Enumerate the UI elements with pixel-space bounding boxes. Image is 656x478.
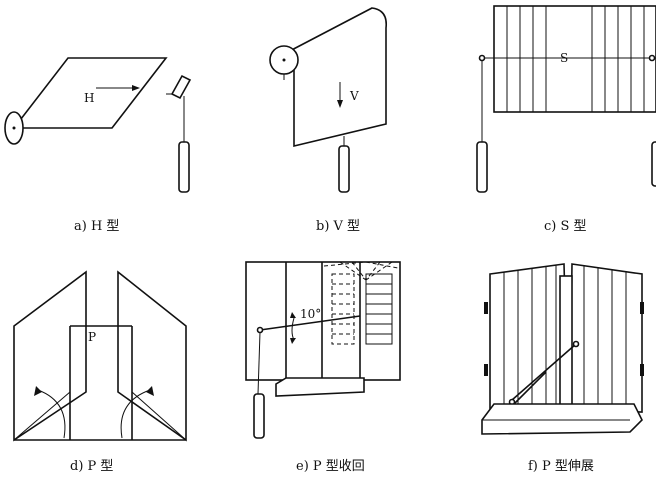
p-arrow-left [37, 389, 66, 439]
f-arm [511, 343, 577, 401]
e-weight [253, 393, 265, 439]
e-slats [365, 273, 393, 345]
panel-p-type: P [13, 270, 187, 442]
f-center-post [559, 275, 573, 411]
s-weight [476, 141, 488, 193]
p-arrow-right [120, 389, 151, 439]
p-label: P [88, 330, 96, 344]
panel-p-retracted: 10° [245, 261, 401, 439]
e-cord [257, 331, 261, 395]
h-sheet [12, 57, 168, 129]
e-fan-dashed [323, 261, 399, 269]
caption-f: f) P 型伸展 [528, 459, 594, 474]
s-weight-right [651, 141, 656, 187]
f-hinge [484, 302, 488, 314]
s-frame [493, 5, 656, 113]
e-arm [259, 315, 361, 331]
e-base [275, 377, 365, 397]
e-angle-label: 10° [300, 307, 321, 321]
caption-d: d) P 型 [70, 459, 113, 474]
panel-s-type: S [476, 5, 656, 193]
v-roll-axis [282, 58, 286, 62]
panel-h-type: H [4, 57, 192, 193]
e-folded-dashed [331, 273, 355, 345]
p-panel-left [13, 270, 87, 442]
panel-p-extended [481, 263, 644, 435]
h-arrowhead [132, 85, 140, 91]
h-handle [170, 74, 192, 100]
caption-b: b) V 型 [316, 219, 360, 234]
f-panel-right [569, 263, 643, 413]
caption-a: a) H 型 [74, 219, 119, 234]
p-panel-right [117, 270, 187, 442]
f-base [481, 403, 643, 435]
h-weight [178, 141, 190, 193]
caption-e: e) P 型收回 [296, 459, 365, 474]
v-arrowhead [337, 100, 343, 108]
h-roll-axis [12, 126, 16, 130]
v-weight [338, 145, 350, 193]
e-angle-arc [291, 317, 295, 341]
v-label: V [349, 89, 359, 103]
s-label: S [560, 51, 568, 65]
s-pulley-left [478, 54, 486, 62]
v-sheet [282, 7, 388, 148]
s-pulley-right [648, 54, 656, 62]
caption-c: c) S 型 [544, 219, 587, 234]
h-label: H [84, 91, 94, 105]
panel-v-type: V [269, 7, 388, 193]
